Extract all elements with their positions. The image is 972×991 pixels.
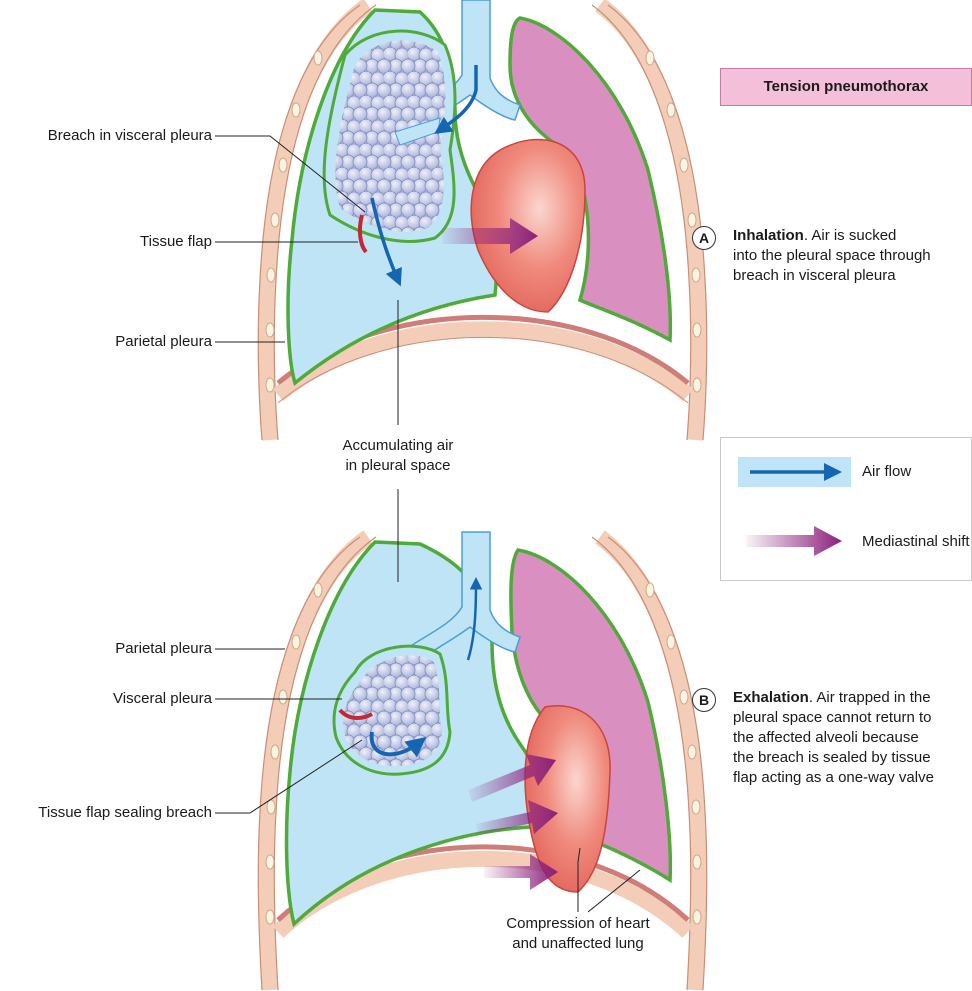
step-b-line1: . Air trapped in the [809,689,931,706]
step-a-heading: Inhalation [733,227,804,244]
badge-b: B [692,688,716,712]
step-a-text: Inhalation. Air is sucked into the pleur… [733,226,931,286]
legend-mediastinal-shift-swatch [738,526,851,556]
step-a-line1: . Air is sucked [804,227,897,244]
label-tissue-flap-sealing: Tissue flap sealing breach [0,803,212,823]
label-breach-visceral-pleura: Breach in visceral pleura [0,126,212,146]
step-b-line5: flap acting as a one-way valve [733,768,934,788]
label-tissue-flap: Tissue flap [0,232,212,252]
mediastinal-shift-arrow-icon [738,526,851,556]
label-parietal-pleura-bottom: Parietal pleura [0,639,212,659]
thorax-inhalation [258,0,706,440]
step-a-line2: into the pleural space through [733,246,931,266]
label-compression: Compression of heart and unaffected lung [478,914,678,954]
step-b-text: Exhalation. Air trapped in the pleural s… [733,688,934,788]
legend: Air flow Mediastinal shift [720,437,972,581]
label-parietal-pleura-top: Parietal pleura [0,332,212,352]
label-accumulating-air: Accumulating air in pleural space [318,436,478,476]
label-accumulating-air-line2: in pleural space [318,456,478,476]
legend-mediastinal-shift-label: Mediastinal shift [862,532,970,552]
badge-a: A [692,226,716,250]
air-flow-arrow-icon [738,457,851,487]
step-b-line4: the breach is sealed by tissue [733,748,934,768]
label-visceral-pleura: Visceral pleura [0,689,212,709]
label-accumulating-air-line1: Accumulating air [318,436,478,456]
step-b-line3: the affected alveoli because [733,728,934,748]
step-b-heading: Exhalation [733,689,809,706]
legend-air-flow-label: Air flow [862,462,911,482]
step-a-line3: breach in visceral pleura [733,266,931,286]
legend-air-flow-swatch [738,457,851,487]
label-compression-line1: Compression of heart [478,914,678,934]
label-compression-line2: and unaffected lung [478,934,678,954]
diagram-title: Tension pneumothorax [720,68,972,106]
step-b-line2: pleural space cannot return to [733,708,934,728]
